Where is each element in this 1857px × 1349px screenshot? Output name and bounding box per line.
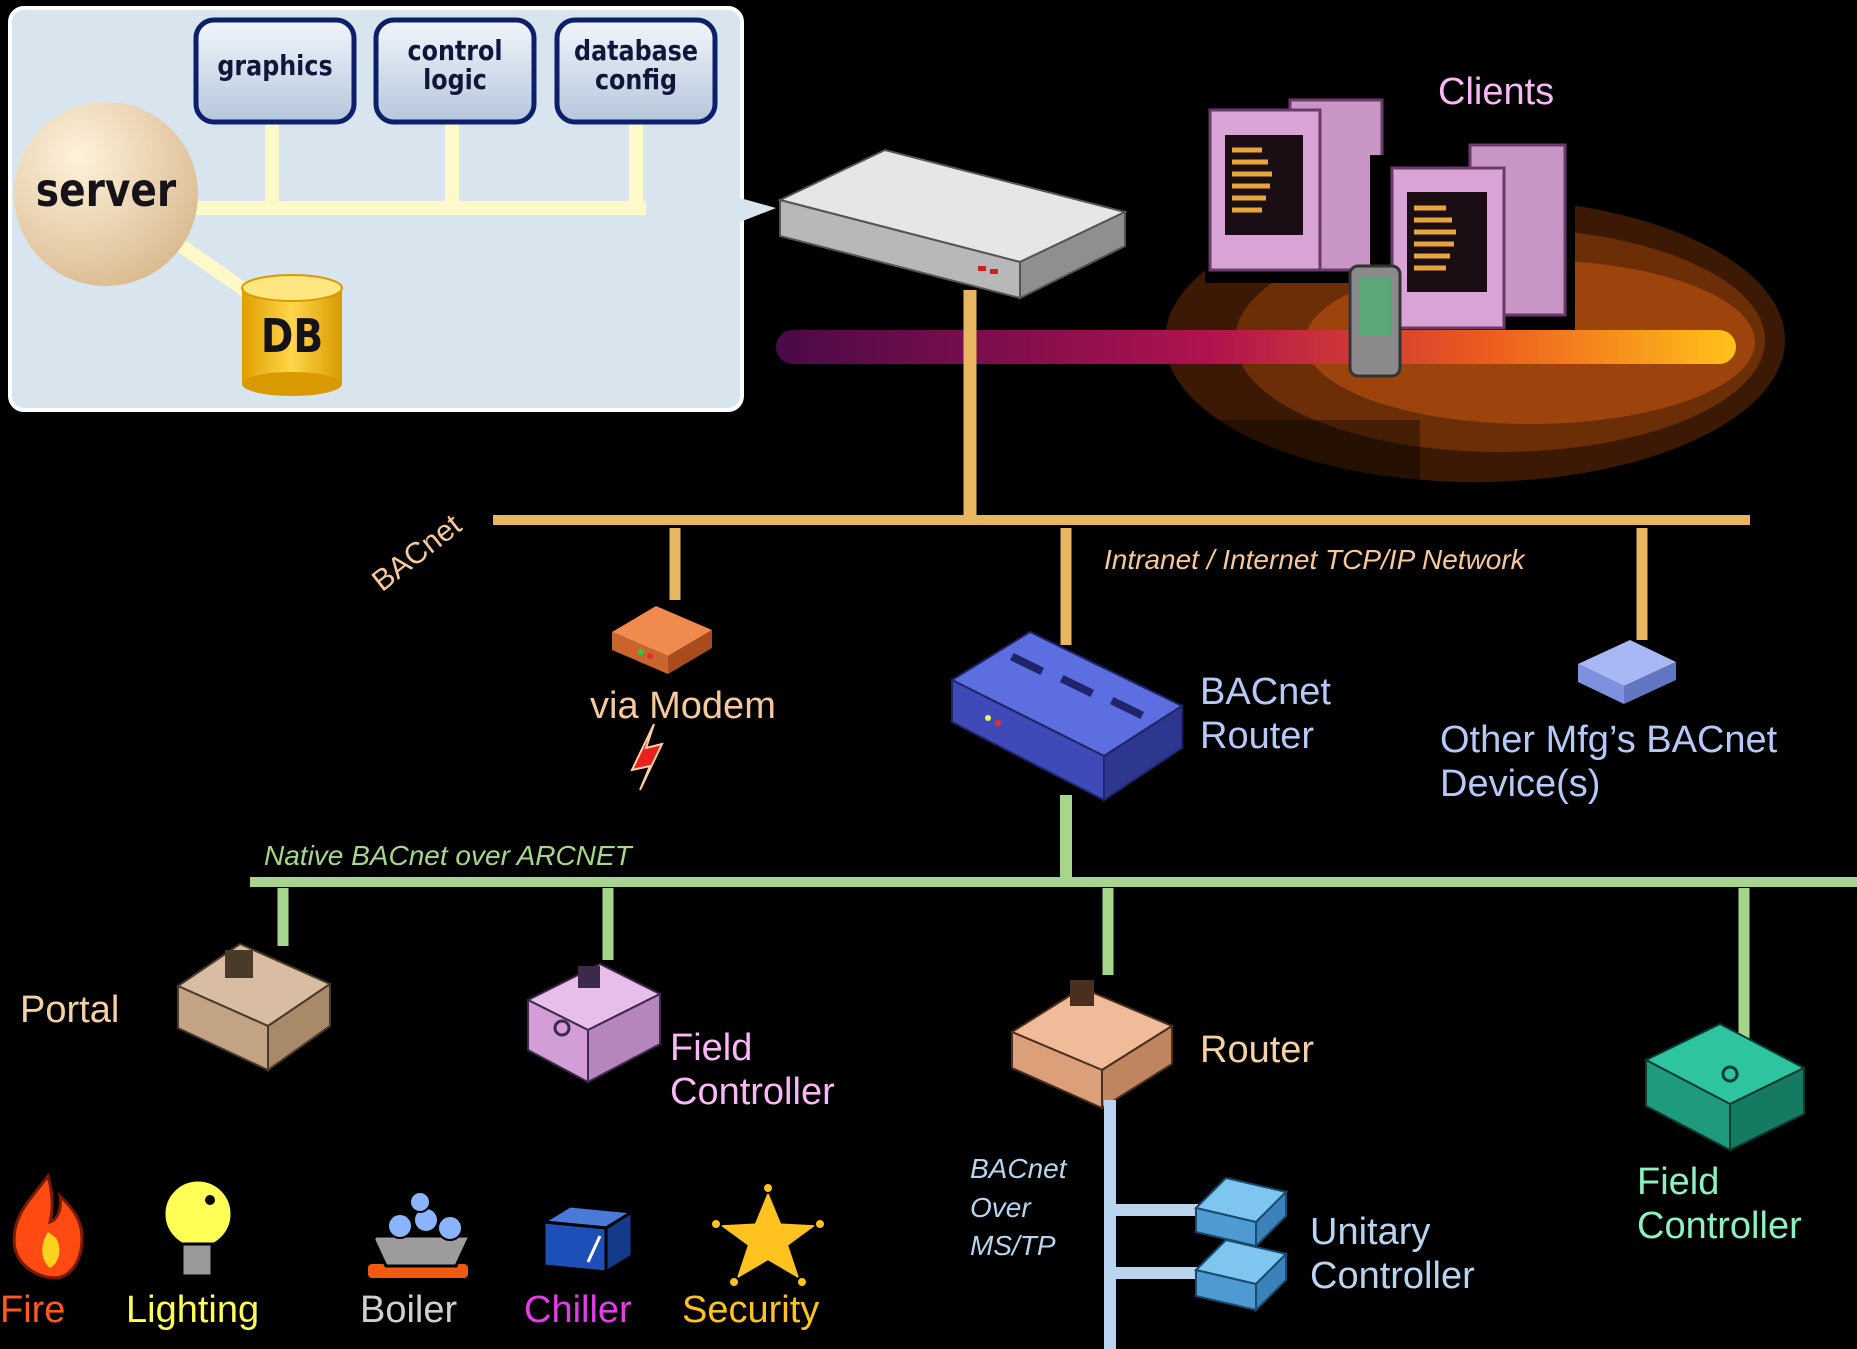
unitary-controller-1 (1194, 1176, 1288, 1249)
tcpip-network-lines (493, 290, 1750, 645)
light-bulb-icon (162, 1178, 234, 1278)
native-arcnet-label: Native BACnet over ARCNET (264, 840, 632, 871)
lighting-label: Lighting (126, 1289, 260, 1331)
server-panel (8, 6, 776, 412)
fire-icon (12, 1172, 84, 1280)
bacnet-router-device (949, 630, 1185, 802)
security-star-icon (710, 1182, 826, 1288)
database-config-module (554, 17, 718, 125)
graphics-module (193, 17, 357, 125)
via-modem-label: via Modem (590, 685, 776, 727)
client-computer-1 (1205, 98, 1400, 283)
db-cylinder (241, 274, 343, 396)
control-logic-module (373, 17, 537, 125)
db-label: DB (260, 309, 324, 363)
chiller-icon (539, 1204, 637, 1275)
arcnet-network-lines (250, 795, 1857, 1050)
control-logic-module-label: control logic (407, 34, 503, 97)
portal-label: Portal (20, 989, 120, 1031)
server-circle (14, 102, 198, 286)
modem-device (612, 606, 712, 674)
client-computer-2 (1370, 143, 1575, 330)
field-controller-2-label: Field Controller (1637, 1161, 1802, 1248)
security-label: Security (682, 1289, 820, 1331)
bacnet-router-label: BACnet Router (1200, 671, 1331, 758)
server-label: server (35, 163, 177, 217)
field-controller-1-label: Field Controller (670, 1027, 835, 1114)
other-mfg-device-label: Other Mfg’s BACnet Device(s) (1440, 719, 1778, 806)
graphics-module-label: graphics (217, 49, 333, 82)
unitary-controller-2 (1194, 1238, 1288, 1313)
boiler-label: Boiler (360, 1289, 458, 1331)
unitary-controller-label: Unitary Controller (1310, 1211, 1475, 1298)
chiller-label: Chiller (524, 1289, 632, 1331)
mstp-network-lines (1104, 1100, 1198, 1349)
router-device (1009, 980, 1175, 1110)
other-mfg-bacnet-device (1578, 640, 1676, 704)
field-controller-2-device (1643, 1022, 1807, 1152)
fire-label: Fire (0, 1289, 66, 1331)
lightning-bolt-icon (630, 723, 664, 791)
field-controller-1-device (525, 962, 663, 1084)
network-beam (776, 330, 1736, 364)
portal-device (175, 942, 333, 1072)
database-config-module-label: database config (574, 34, 698, 97)
clients-label: Clients (1438, 71, 1555, 113)
mstp-label: BACnet Over MS/TP (970, 1153, 1067, 1262)
pda-device (1348, 264, 1402, 378)
router-label: Router (1200, 1029, 1315, 1071)
intranet-network-label: Intranet / Internet TCP/IP Network (1104, 544, 1525, 575)
network-server-appliance (777, 148, 1128, 300)
boiler-icon (328, 1191, 473, 1278)
